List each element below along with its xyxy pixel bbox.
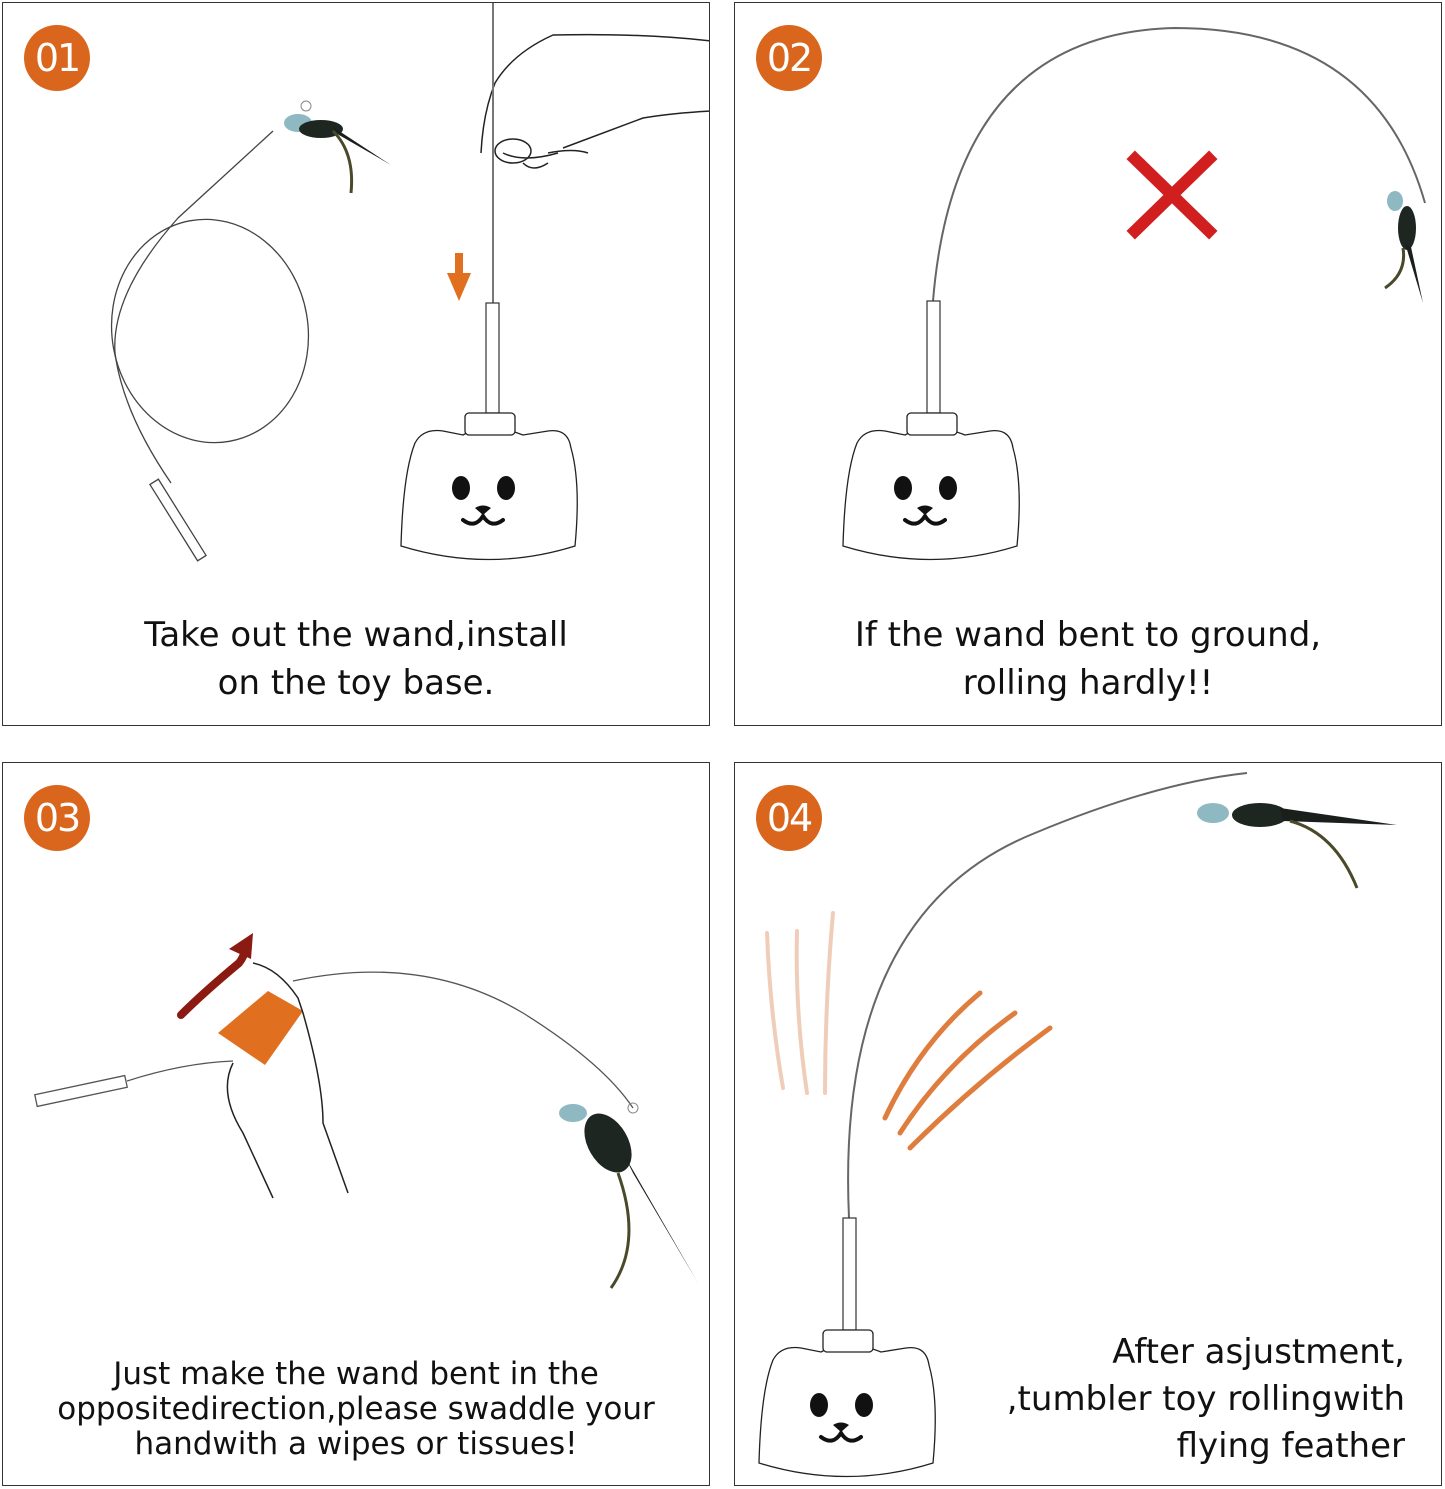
step-number-badge: 04	[756, 785, 822, 851]
caption-line: If the wand bent to ground,	[854, 615, 1322, 655]
step-02-illustration	[842, 26, 1426, 561]
cat-base-icon	[400, 412, 578, 561]
coiled-wand-icon	[110, 130, 310, 562]
step-number-badge: 01	[24, 25, 90, 91]
wand-rod-icon	[485, 3, 500, 414]
caption-line: ,tumbler toy rollingwith	[1006, 1379, 1405, 1419]
wand-icon	[33, 971, 634, 1109]
bird-feather-icon	[1197, 803, 1397, 889]
motion-lines-icon	[765, 911, 1053, 1151]
bird-feather-icon	[284, 100, 391, 194]
step-caption: If the wand bent to ground, rolling hard…	[735, 611, 1441, 707]
step-01-illustration	[110, 3, 709, 562]
caption-line: oppositedirection,please swaddle your	[57, 1391, 655, 1427]
step-panel-02: 02 If the wand bent to ground, rolling h…	[734, 2, 1442, 726]
step-04-illustration	[758, 772, 1397, 1478]
caption-line: After asjustment,	[1112, 1332, 1405, 1372]
cat-base-icon	[758, 1329, 936, 1478]
step-number-badge: 02	[756, 25, 822, 91]
hand-icon	[480, 33, 709, 169]
cat-base-icon	[842, 412, 1020, 561]
caption-line: flying feather	[1176, 1426, 1405, 1466]
caption-line: rolling hardly!!	[962, 663, 1214, 703]
bird-feather-icon	[559, 1102, 698, 1289]
bent-wand-icon	[926, 26, 1426, 414]
step-panel-03: 03 Just make the wand bent in the opposi…	[2, 762, 710, 1486]
caption-line: Take out the wand,install	[144, 615, 568, 655]
caption-line: handwith a wipes or tissues!	[134, 1426, 578, 1462]
curved-arrow-icon	[177, 933, 253, 1019]
caption-line: Just make the wand bent in the	[113, 1356, 599, 1392]
step-caption: After asjustment, ,tumbler toy rollingwi…	[1007, 1329, 1405, 1470]
bird-feather-icon	[1384, 191, 1423, 303]
arched-wand-icon	[842, 772, 1248, 1331]
step-panel-01: 01 Take out the wand,install on the toy …	[2, 2, 710, 726]
step-03-illustration	[33, 933, 698, 1289]
red-x-icon	[1126, 150, 1218, 240]
caption-line: on the toy base.	[217, 663, 495, 703]
step-caption: Take out the wand,install on the toy bas…	[3, 611, 709, 707]
down-arrow-icon	[447, 253, 471, 301]
step-caption: Just make the wand bent in the opposited…	[3, 1357, 709, 1462]
step-number-badge: 03	[24, 785, 90, 851]
hand-with-tissue-icon	[218, 962, 349, 1199]
step-panel-04: 04 After asjustment, ,tumbler toy rollin…	[734, 762, 1442, 1486]
